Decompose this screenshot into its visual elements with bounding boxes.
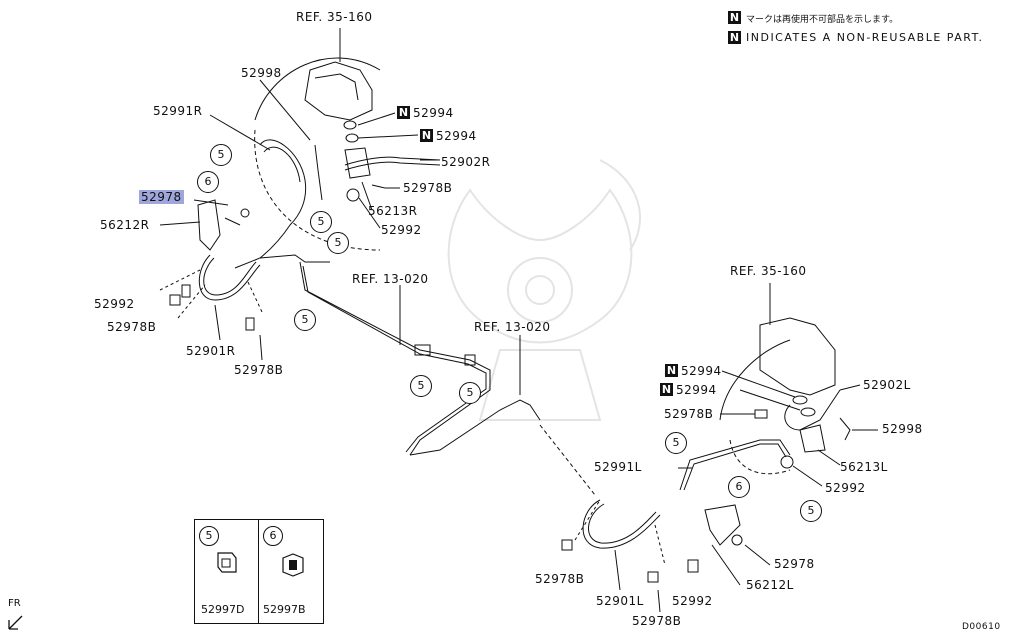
- callout-5[interactable]: 5: [800, 500, 822, 522]
- front-arrow-icon: [8, 615, 23, 630]
- ref-label[interactable]: REF. 13-020: [474, 320, 551, 334]
- clip-legend: 5 6 52997D 52997B: [194, 519, 324, 624]
- note-en: INDICATES A NON-REUSABLE PART.: [746, 31, 984, 44]
- brake-pipe-main-right: [299, 261, 491, 456]
- watermark-emblem: [447, 159, 641, 421]
- callout-5[interactable]: 5: [310, 211, 332, 233]
- part-label-52994[interactable]: 52994: [681, 364, 722, 378]
- part-label-52994[interactable]: 52994: [436, 129, 477, 143]
- callout-5[interactable]: 5: [327, 232, 349, 254]
- part-label-56212L[interactable]: 56212L: [746, 578, 794, 592]
- bracket-56212L: [704, 504, 741, 546]
- callout-5[interactable]: 5: [665, 432, 687, 454]
- non-reusable-badge: N: [420, 129, 433, 142]
- part-label-52992[interactable]: 52992: [672, 594, 713, 608]
- brake-tube-52991R: [234, 139, 307, 269]
- ref-label[interactable]: REF. 35-160: [730, 264, 807, 278]
- part-label-52978-highlighted[interactable]: 52978: [139, 190, 184, 204]
- part-label-52994[interactable]: 52994: [413, 106, 454, 120]
- part-label-52901L[interactable]: 52901L: [596, 594, 644, 608]
- non-reusable-badge: N: [665, 364, 678, 377]
- diagram-code: D00610: [962, 622, 1001, 632]
- part-label-52992[interactable]: 52992: [381, 223, 422, 237]
- part-label-56213L[interactable]: 56213L: [840, 460, 888, 474]
- front-direction-label: FR: [8, 598, 21, 609]
- callout-5[interactable]: 5: [410, 375, 432, 397]
- part-label-52902R[interactable]: 52902R: [441, 155, 491, 169]
- part-label-52991L[interactable]: 52991L: [594, 460, 642, 474]
- callout-6[interactable]: 6: [728, 476, 750, 498]
- clip-52997D-icon: [217, 552, 237, 573]
- legend-divider: [258, 520, 259, 623]
- bracket-56212R: [197, 199, 221, 251]
- bleeder-fitting: [314, 144, 323, 201]
- bracket-56213L: [799, 424, 826, 453]
- part-label-52992[interactable]: 52992: [825, 481, 866, 495]
- ref-label[interactable]: REF. 13-020: [352, 272, 429, 286]
- part-label-52978B[interactable]: 52978B: [234, 363, 284, 377]
- callout-5[interactable]: 5: [459, 382, 481, 404]
- part-label-52978B[interactable]: 52978B: [664, 407, 714, 421]
- hose-52902R: [344, 156, 441, 166]
- part-label-52998[interactable]: 52998: [882, 422, 923, 436]
- callout-5[interactable]: 5: [294, 309, 316, 331]
- clip-52997B-icon: [282, 553, 304, 577]
- brake-pipe-cross: [409, 399, 541, 456]
- hose-52901R: [198, 254, 261, 301]
- part-label-52978[interactable]: 52978: [774, 557, 815, 571]
- brake-tube-52991L: [679, 439, 791, 491]
- part-label-52978B[interactable]: 52978B: [632, 614, 682, 628]
- legend-callout-6: 6: [263, 526, 283, 546]
- non-reusable-badge: N: [397, 106, 410, 119]
- part-label-52902L[interactable]: 52902L: [863, 378, 911, 392]
- part-label-52978B[interactable]: 52978B: [535, 572, 585, 586]
- part-label-52978B[interactable]: 52978B: [107, 320, 157, 334]
- part-label-52998[interactable]: 52998: [241, 66, 282, 80]
- callout-5[interactable]: 5: [210, 144, 232, 166]
- legend-callout-5: 5: [199, 526, 219, 546]
- non-reusable-badge: N: [728, 11, 741, 24]
- part-label-56212R[interactable]: 56212R: [100, 218, 150, 232]
- hose-52901L: [582, 499, 661, 549]
- part-label-52991R[interactable]: 52991R: [153, 104, 203, 118]
- legend-part-52997B[interactable]: 52997B: [263, 603, 306, 616]
- note-jp: マークは再使用不可部品を示します。: [746, 15, 899, 25]
- ref-label[interactable]: REF. 35-160: [296, 10, 373, 24]
- part-label-52992[interactable]: 52992: [94, 297, 135, 311]
- caliper-outline-left: [759, 317, 836, 396]
- bracket-56213R: [344, 147, 371, 179]
- non-reusable-badge: N: [660, 383, 673, 396]
- part-label-52978B[interactable]: 52978B: [403, 181, 453, 195]
- non-reusable-badge: N: [728, 31, 741, 44]
- legend-part-52997D[interactable]: 52997D: [201, 603, 245, 616]
- part-label-52901R[interactable]: 52901R: [186, 344, 236, 358]
- part-label-56213R[interactable]: 56213R: [368, 204, 418, 218]
- callout-6[interactable]: 6: [197, 171, 219, 193]
- part-label-52994[interactable]: 52994: [676, 383, 717, 397]
- caliper-outline-right: [304, 61, 373, 121]
